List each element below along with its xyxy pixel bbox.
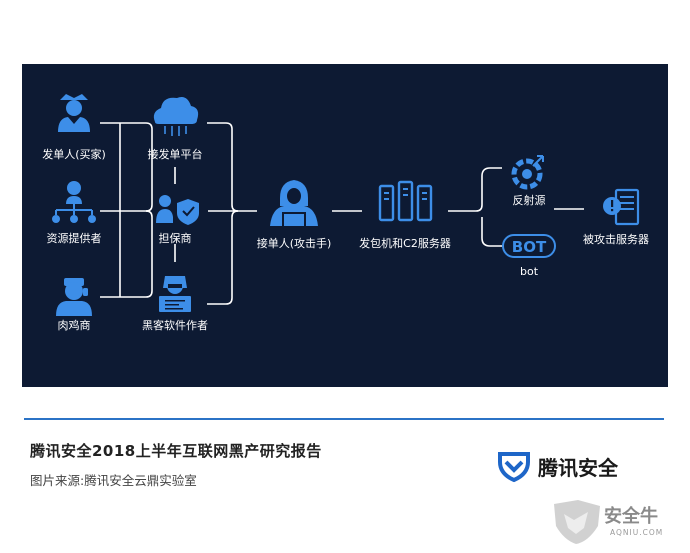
brand-name: 腾讯安全 (538, 455, 618, 480)
flow-diagram: 发单人(买家) 资源提供者 肉鸡商 接发单平台 担保商 (42, 94, 649, 332)
watermark-sub: AQNIU.COM (610, 528, 664, 537)
bot-badge-icon: BOT (502, 234, 556, 258)
image-source: 图片来源:腾讯安全云鼎实验室 (30, 473, 197, 488)
cloud-icon (153, 97, 199, 136)
bracket-mid-top (207, 122, 239, 212)
node-label-resource: 资源提供者 (47, 231, 102, 245)
diagram-panel: 发单人(买家) 资源提供者 肉鸡商 接发单平台 担保商 (22, 64, 668, 387)
node-label-software: 黑客软件作者 (142, 318, 208, 332)
reflect-source-icon (511, 155, 544, 190)
node-label-platform: 接发单平台 (148, 147, 203, 161)
watermark-name: 安全牛 (604, 506, 658, 527)
divider-rule (24, 418, 664, 420)
node-label-buyer: 发单人(买家) (42, 147, 106, 161)
bracket-right (448, 167, 502, 247)
bracket-mid-bot (207, 210, 239, 305)
buyer-person-icon (58, 94, 90, 132)
shield-person-icon (156, 195, 199, 225)
bracket-left-top (120, 122, 153, 212)
node-label-broiler: 肉鸡商 (58, 318, 91, 332)
org-tree-icon (52, 181, 96, 223)
report-title: 腾讯安全2018上半年互联网黑产研究报告 (30, 442, 322, 460)
node-label-attacker: 接单人(攻击手) (257, 236, 332, 250)
servers-icon (378, 180, 433, 222)
node-label-c2: 发包机和C2服务器 (359, 236, 451, 250)
hooded-hacker-icon (270, 180, 318, 226)
bracket-left-bot (120, 210, 153, 298)
tencent-shield-icon (498, 452, 530, 483)
alert-server-icon (603, 188, 640, 226)
bot-badge-text: BOT (512, 238, 547, 256)
node-label-victim: 被攻击服务器 (583, 232, 649, 246)
node-label-bot: bot (520, 265, 539, 278)
node-label-guarantor: 担保商 (159, 231, 192, 245)
brand-logo: 腾讯安全 (496, 446, 618, 486)
headset-person-icon (56, 278, 92, 316)
node-label-reflect: 反射源 (513, 193, 546, 207)
hacker-coder-icon (159, 276, 191, 312)
connectors (100, 122, 584, 305)
aqniu-watermark-icon (554, 500, 600, 544)
